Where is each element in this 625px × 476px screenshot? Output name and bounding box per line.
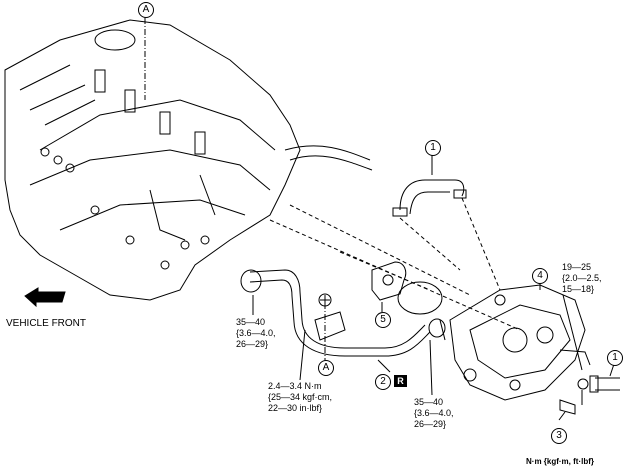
fuel-pump: [449, 284, 591, 401]
callout-2: 2: [375, 374, 391, 390]
callout-a-bottom: A: [318, 360, 334, 376]
engine-block: [4, 19, 301, 301]
pipe-bracket: [314, 293, 346, 341]
alignment-lines: [269, 197, 521, 331]
hose-1: [392, 179, 467, 217]
callout-a-top: A: [138, 2, 154, 18]
callout-3: 3: [551, 428, 567, 444]
units-label: N·m {kgf·m, ft·lbf}: [526, 457, 594, 466]
fitting-1-right: [577, 375, 620, 393]
clamp-5: [371, 261, 407, 301]
torque-label-center: 2.4—3.4 N·m {25—34 kgf·cm, 22—30 in·lbf}: [268, 381, 333, 413]
callout-4: 4: [532, 268, 548, 284]
intake-hose: [284, 145, 371, 161]
callout-5: 5: [375, 312, 391, 328]
fuel-pipe-2: [240, 269, 446, 357]
replace-mark: R: [394, 375, 407, 387]
torque-label-right: 35—40 {3.6—4.0, 26—29}: [414, 397, 454, 429]
vehicle-front-label: VEHICLE FRONT: [6, 318, 87, 329]
torque-label-pump: 19—25 {2.0—2.5, 15—18}: [562, 262, 602, 294]
callout-1-top: 1: [425, 140, 441, 156]
fuel-injectors: [94, 69, 206, 155]
vehicle-front-arrow: [24, 287, 66, 308]
part-3: [559, 399, 576, 415]
torque-label-left: 35—40 {3.6—4.0, 26—29}: [236, 317, 276, 349]
o-ring: [397, 281, 443, 315]
callout-1-right: 1: [607, 350, 623, 366]
